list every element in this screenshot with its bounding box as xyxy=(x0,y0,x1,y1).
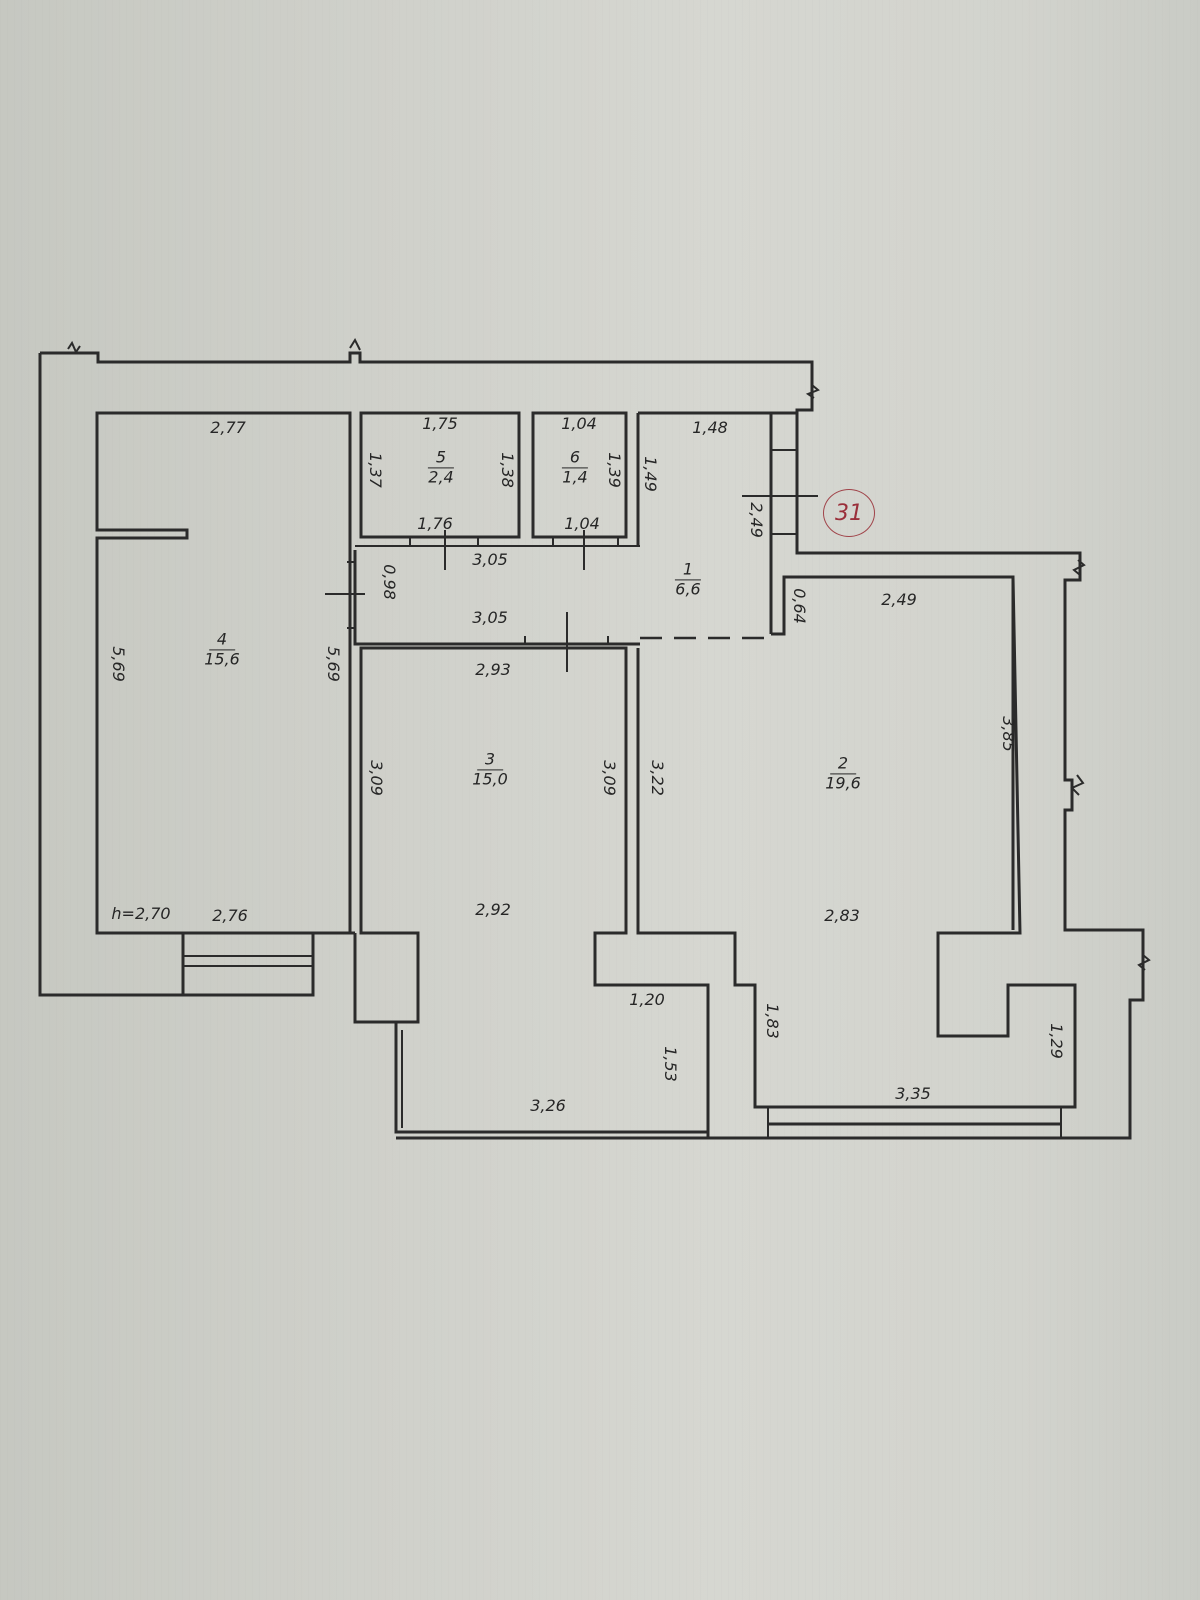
room-area: 2,4 xyxy=(428,467,454,487)
room-number: 1 xyxy=(674,561,702,581)
dim-room2-bottom: 3,35 xyxy=(895,1084,931,1103)
dim-room3-top: 2,93 xyxy=(475,660,511,679)
room-2-walls xyxy=(624,576,1077,1140)
dim-room2-left: 3,22 xyxy=(648,760,667,796)
dim-room4-top: 2,77 xyxy=(210,418,246,437)
dim-room2-lower-right: 1,29 xyxy=(1047,1023,1066,1059)
room-4-walls xyxy=(95,411,352,997)
room-number: 5 xyxy=(427,449,455,469)
dim-room1-top: 1,48 xyxy=(692,418,728,437)
dim-room3-right: 3,09 xyxy=(600,760,619,796)
room-1-walls xyxy=(325,411,1015,930)
room-3-tag: 3 15,0 xyxy=(472,751,508,789)
room-area: 1,4 xyxy=(562,467,588,487)
dim-room4-left: 5,69 xyxy=(109,646,128,682)
dim-room2-right: 3,85 xyxy=(999,716,1018,752)
dim-room1-right: 2,49 xyxy=(747,502,766,538)
apartment-number-marker: 31 xyxy=(823,489,875,537)
dim-room5-left: 1,37 xyxy=(366,452,385,488)
dim-room4-right: 5,69 xyxy=(324,646,343,682)
dim-room5-bottom: 1,76 xyxy=(417,514,453,533)
dim-corridor-top: 3,05 xyxy=(472,550,508,569)
room-number: 3 xyxy=(476,751,504,771)
room-area: 15,6 xyxy=(204,649,240,669)
dim-room3-middle: 2,92 xyxy=(475,900,511,919)
room-number: 4 xyxy=(208,631,236,651)
dim-room6-right: 1,39 xyxy=(605,452,624,488)
dim-corridor-bottom: 3,05 xyxy=(472,608,508,627)
dim-room2-top: 2,49 xyxy=(881,590,917,609)
room-3-walls xyxy=(350,646,710,1140)
room-1-tag: 1 6,6 xyxy=(674,561,702,599)
dim-room3-lower-right: 1,53 xyxy=(661,1046,680,1082)
room-area: 19,6 xyxy=(825,773,861,793)
dim-room5-right: 1,38 xyxy=(498,452,517,488)
ceiling-height: h=2,70 xyxy=(111,904,171,923)
room-6-tag: 6 1,4 xyxy=(561,449,589,487)
dim-room4-bottom: 2,76 xyxy=(212,906,248,925)
dim-room2-lower-left: 1,83 xyxy=(763,1003,782,1039)
outer-walls xyxy=(38,337,1151,1140)
room-number: 2 xyxy=(829,755,857,775)
room-number: 6 xyxy=(561,449,589,469)
room-5-tag: 5 2,4 xyxy=(427,449,455,487)
dim-room3-notch: 1,20 xyxy=(629,990,665,1009)
dim-room2-left-top: 0,64 xyxy=(790,588,809,624)
dim-room3-left: 3,09 xyxy=(367,760,386,796)
room-4-tag: 4 15,6 xyxy=(204,631,240,669)
dim-room6-bottom: 1,04 xyxy=(564,514,600,533)
room-2-tag: 2 19,6 xyxy=(825,755,861,793)
room-area: 15,0 xyxy=(472,769,508,789)
dim-room2-middle: 2,83 xyxy=(824,906,860,925)
dim-room6-top: 1,04 xyxy=(561,414,597,433)
dim-room3-bottom: 3,26 xyxy=(530,1096,566,1115)
dim-corridor-height: 0,98 xyxy=(380,564,399,600)
dim-room1-left: 1,49 xyxy=(641,456,660,492)
room-area: 6,6 xyxy=(675,579,701,599)
dim-room5-top: 1,75 xyxy=(422,414,458,433)
storage-walls xyxy=(355,411,640,570)
